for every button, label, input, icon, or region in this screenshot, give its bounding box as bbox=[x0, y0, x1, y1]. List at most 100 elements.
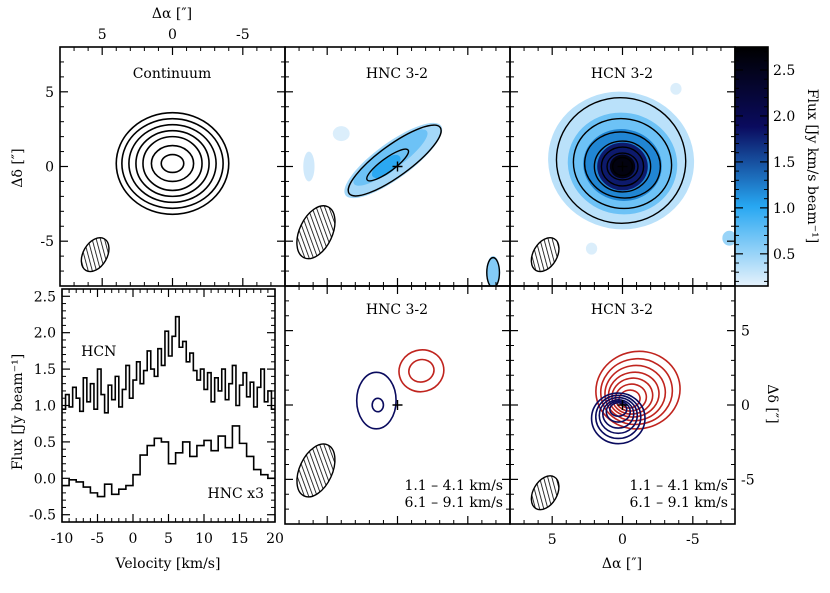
x-tick-label: 5 bbox=[548, 532, 557, 548]
hcn-contour bbox=[593, 140, 652, 193]
hcn-blueshifted-contour bbox=[602, 398, 635, 429]
hcn-beam bbox=[530, 237, 560, 273]
hnc-red-range-label: 6.1 – 9.1 km/s bbox=[404, 495, 503, 511]
hnc-contour bbox=[347, 124, 442, 197]
flux-axis-label: Flux [Jy beam⁻¹] bbox=[10, 354, 26, 470]
hcn-blueshifted-contour bbox=[590, 392, 646, 445]
hnc-moment0-panel: HNC 3-2 bbox=[284, 46, 511, 287]
hnc-redshifted-contour bbox=[398, 349, 445, 393]
hcn-redshifted-contour bbox=[611, 377, 654, 415]
hcn-channel-center-marker bbox=[617, 400, 628, 410]
hnc-contour bbox=[486, 256, 501, 286]
hcn-blueshifted-contour bbox=[598, 396, 639, 435]
hnc-spectrum-line bbox=[62, 425, 275, 498]
hcn-contour bbox=[572, 117, 673, 210]
hcn-contour bbox=[611, 156, 634, 177]
hcn-series-label: HCN bbox=[81, 344, 116, 360]
y-tick-label: 0 bbox=[741, 398, 750, 414]
x-tick-label: -5 bbox=[236, 27, 250, 43]
hnc-channel-panel: HNC 3-2 1.1 – 4.1 km/s 6.1 – 9.1 km/s bbox=[284, 285, 511, 525]
hnc-blueshifted-contour bbox=[371, 397, 385, 413]
x-tick-label: -10 bbox=[51, 531, 74, 547]
hnc-blue-range-label: 1.1 – 4.1 km/s bbox=[404, 478, 503, 494]
colorbar-tick-label: 0.5 bbox=[773, 247, 795, 263]
colorbar-tick-label: 1.5 bbox=[773, 155, 795, 171]
colorbar-tick-label: 2.0 bbox=[773, 109, 795, 125]
hcn-redshifted-contour bbox=[595, 350, 681, 430]
hnc-center-marker bbox=[392, 161, 403, 172]
y-tick-label: 0.5 bbox=[34, 435, 56, 451]
x-tick-label: 5 bbox=[164, 531, 173, 547]
y-tick-label: -0.5 bbox=[29, 508, 56, 524]
y-tick-label: 1.5 bbox=[34, 362, 56, 378]
continuum-title: Continuum bbox=[133, 66, 212, 82]
y-tick-label: 2.5 bbox=[34, 289, 56, 305]
continuum-panel: Continuum Δα [″] Δδ [″] 5 0 -5 5 0 -5 bbox=[10, 6, 286, 287]
continuum-contour bbox=[115, 111, 230, 216]
y-tick-label: 5 bbox=[741, 324, 750, 340]
hcn-channel-panel: HCN 3-2 5 0 -5 5 0 -5 1.1 – 4.1 km/s 6.1 – 9.… bbox=[509, 285, 780, 572]
hnc-contour bbox=[366, 148, 410, 182]
hcn-redshifted-contour bbox=[599, 357, 674, 426]
hcn-emission-region bbox=[722, 230, 735, 246]
y-tick-label: 0.0 bbox=[34, 471, 56, 487]
continuum-contour bbox=[142, 135, 203, 192]
hnc-emission-region bbox=[332, 126, 350, 142]
y-tick-label: 1.0 bbox=[34, 399, 56, 415]
x-tick-label: 10 bbox=[195, 531, 213, 547]
y-tick-label: -5 bbox=[741, 472, 755, 488]
hcn-moment0-panel: HCN 3-2 bbox=[509, 46, 736, 287]
hcn-emission-region bbox=[585, 242, 598, 255]
x-tick-label: 0 bbox=[618, 532, 627, 548]
hcn-center-marker bbox=[617, 161, 628, 172]
y-tick-label: 5 bbox=[45, 85, 54, 101]
continuum-contour bbox=[160, 153, 185, 174]
hcn-blueshifted-contour bbox=[609, 401, 628, 417]
hcn-blue-range-label: 1.1 – 4.1 km/s bbox=[629, 478, 728, 494]
continuum-contour bbox=[150, 144, 195, 183]
colorbar-scale bbox=[734, 46, 769, 287]
x-tick-label: -5 bbox=[686, 532, 700, 548]
continuum-beam bbox=[80, 237, 110, 273]
hcn-spectrum-line bbox=[62, 315, 275, 414]
colorbar: 0.51.01.52.02.5 Flux [Jy km/s beam⁻¹] bbox=[734, 46, 820, 287]
hcn-channel-title: HCN 3-2 bbox=[591, 302, 653, 318]
hcn-channel-beam bbox=[530, 475, 560, 511]
hcn-blueshifted-contour bbox=[605, 400, 632, 423]
hnc-emission-region bbox=[303, 151, 315, 182]
hnc-redshifted-contour bbox=[408, 358, 435, 383]
hcn-blueshifted-contour bbox=[594, 394, 642, 440]
hnc-channel-center-marker bbox=[392, 400, 403, 410]
hcn-contour bbox=[583, 131, 662, 199]
continuum-contour bbox=[135, 129, 210, 198]
y-tick-label: 0 bbox=[45, 160, 54, 176]
x-tick-label: 0 bbox=[129, 531, 138, 547]
hnc-series-label: HNC x3 bbox=[208, 486, 264, 502]
hnc-emission-region bbox=[371, 154, 401, 179]
x-tick-label: 15 bbox=[231, 531, 249, 547]
hcn-contour bbox=[606, 152, 639, 181]
x-tick-label: 5 bbox=[98, 27, 107, 43]
hnc-emission-region bbox=[486, 256, 501, 286]
velocity-axis-label: Velocity [km/s] bbox=[115, 556, 221, 572]
hcn-red-range-label: 6.1 – 9.1 km/s bbox=[629, 495, 728, 511]
hcn-moment0-title: HCN 3-2 bbox=[591, 66, 653, 82]
continuum-contour bbox=[128, 123, 217, 204]
continuum-contour bbox=[121, 117, 224, 210]
hcn-contour bbox=[600, 146, 645, 187]
bottom-x-axis-label: Δα [″] bbox=[602, 556, 642, 572]
top-x-axis-label: Δα [″] bbox=[152, 6, 192, 22]
x-tick-label: 20 bbox=[266, 531, 284, 547]
x-tick-label: -5 bbox=[91, 531, 105, 547]
hnc-blueshifted-contour bbox=[355, 371, 397, 430]
hnc-channel-beam bbox=[296, 443, 336, 498]
y-tick-label: -5 bbox=[40, 234, 54, 250]
hcn-contour bbox=[555, 97, 687, 225]
left-y-axis-label: Δδ [″] bbox=[10, 148, 26, 187]
colorbar-label: Flux [Jy km/s beam⁻¹] bbox=[804, 89, 820, 243]
colorbar-tick-label: 2.5 bbox=[773, 63, 795, 79]
x-tick-label: 0 bbox=[168, 27, 177, 43]
hnc-channel-title: HNC 3-2 bbox=[366, 302, 428, 318]
